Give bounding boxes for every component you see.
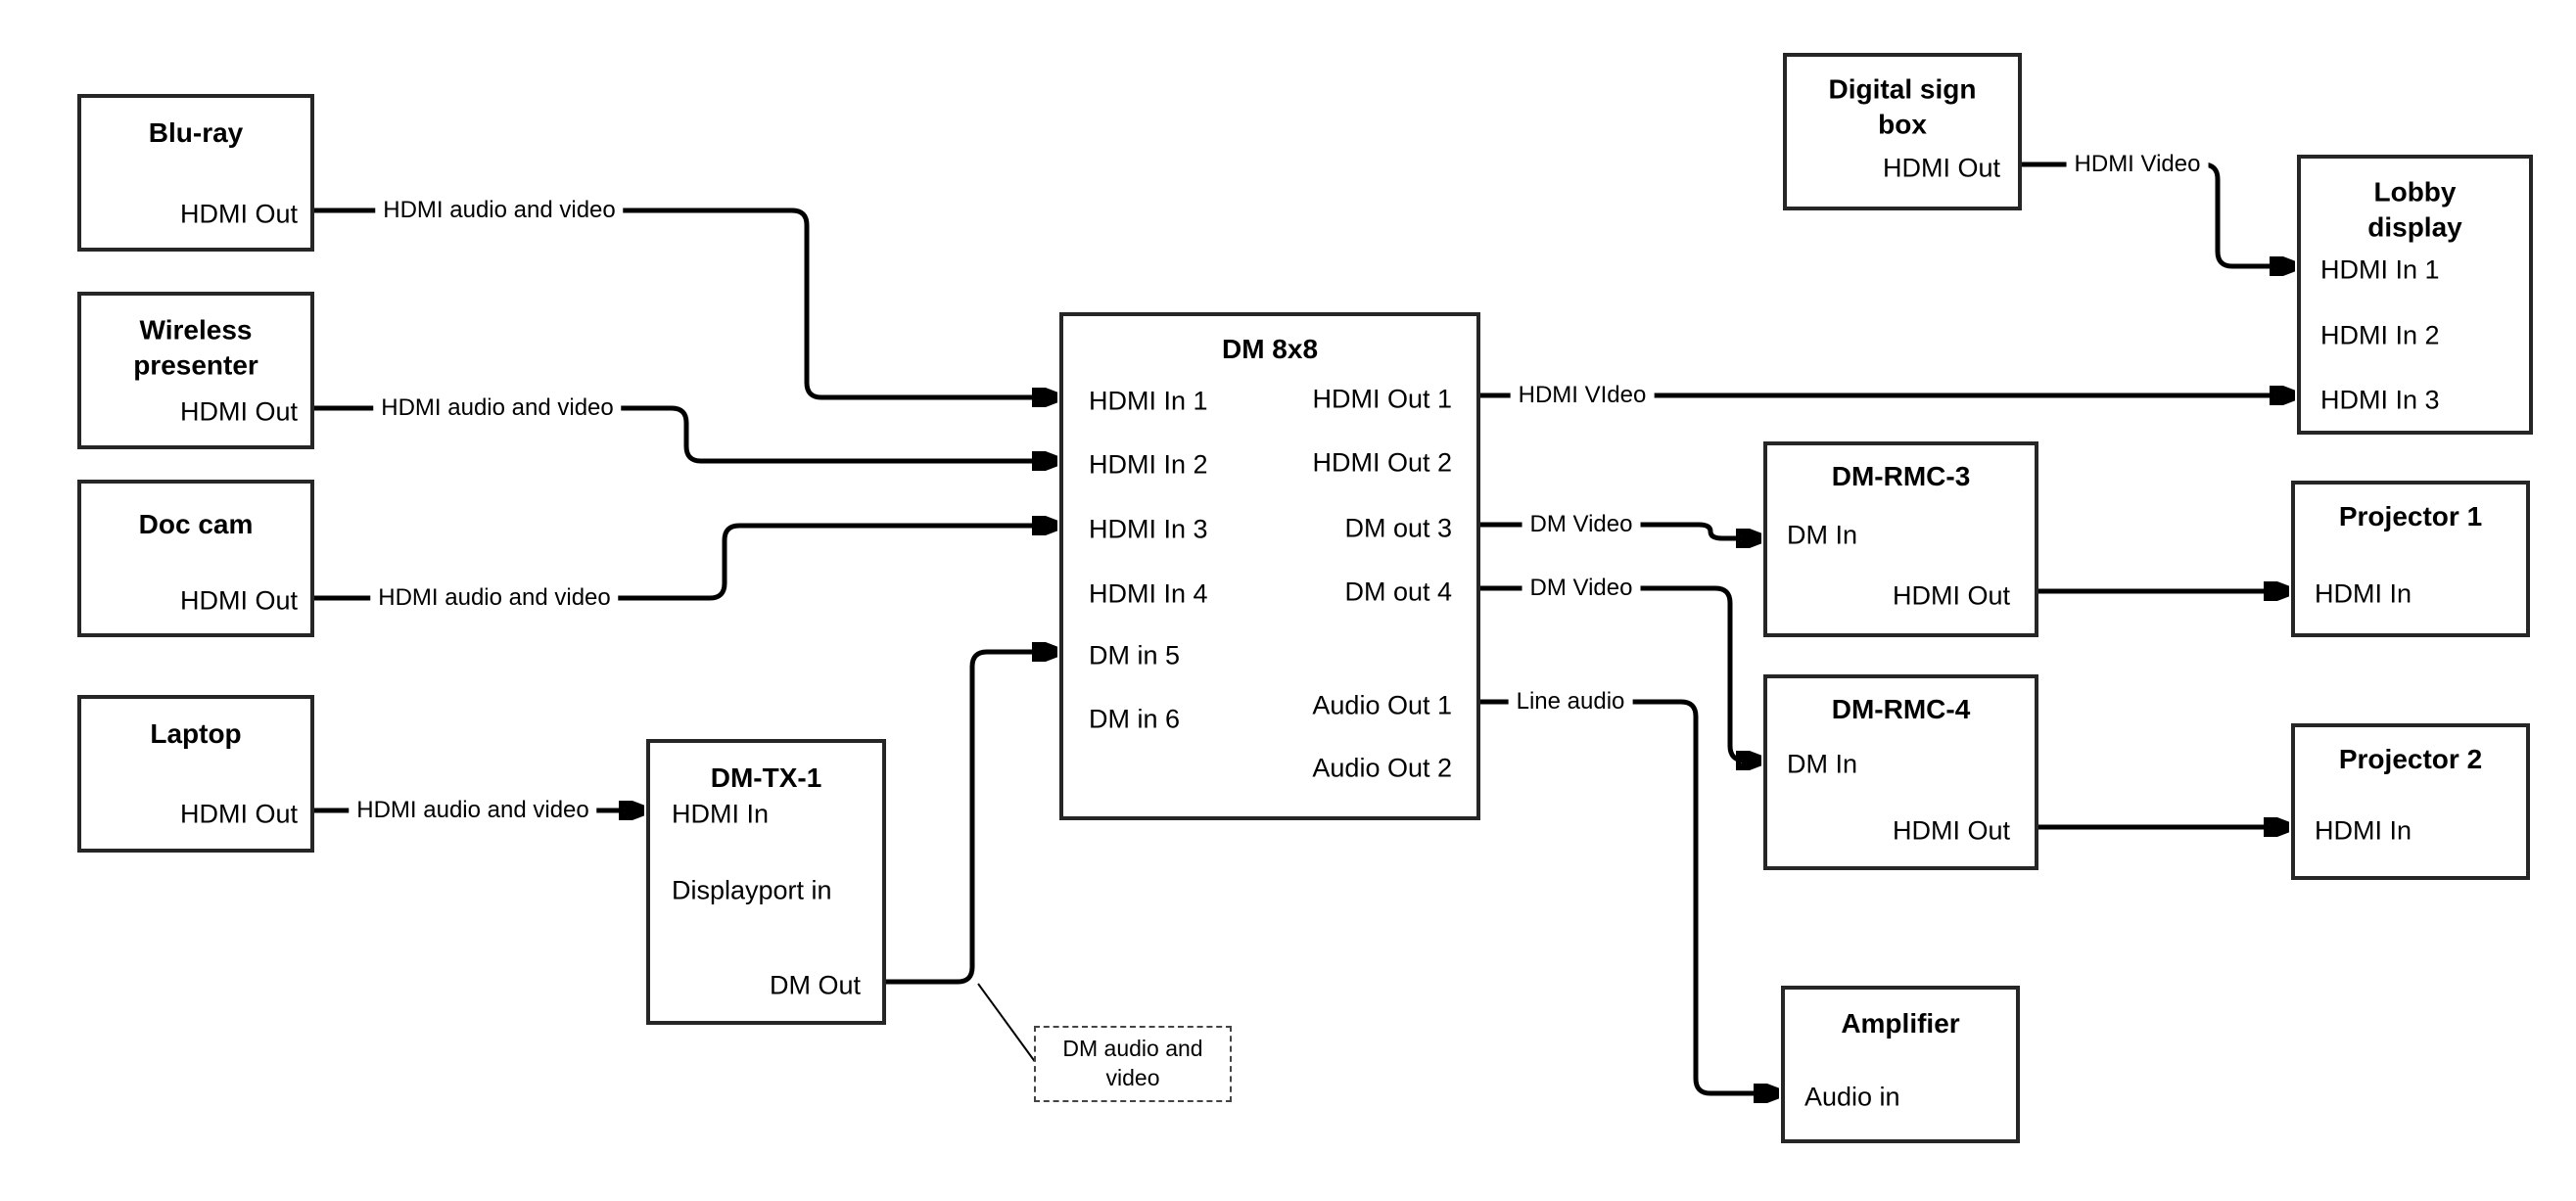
port-displayport-in: Displayport in bbox=[672, 875, 832, 905]
node-title: DM-RMC-3 bbox=[1831, 460, 1971, 491]
node-title: DM-TX-1 bbox=[710, 762, 822, 793]
port-dm-out-4: DM out 4 bbox=[1344, 577, 1452, 607]
port-hdmi-in-2: HDMI In 2 bbox=[1089, 449, 1208, 480]
port-hdmi-out: HDMI Out bbox=[1882, 153, 2000, 183]
edge-label-wireless: HDMI audio and video bbox=[373, 394, 622, 422]
node-title: Lobby display bbox=[2367, 176, 2462, 243]
edge-doccam-to-dm8x8-in3 bbox=[314, 526, 1057, 601]
port-dm-out-3: DM out 3 bbox=[1344, 513, 1452, 543]
edge-label-dm-out-4: DM Video bbox=[1522, 575, 1641, 602]
edge-bluray-to-dm8x8-in1 bbox=[314, 208, 1057, 397]
edge-label-dm-out-3: DM Video bbox=[1522, 511, 1641, 538]
port-dm-in-6: DM in 6 bbox=[1089, 704, 1181, 734]
port-dm-out: DM Out bbox=[769, 970, 861, 1000]
port-hdmi-in: HDMI In bbox=[672, 799, 770, 829]
edge-label-laptop: HDMI audio and video bbox=[349, 797, 597, 824]
node-projector-2: Projector 2 HDMI In bbox=[2291, 723, 2530, 880]
node-amplifier: Amplifier Audio in bbox=[1781, 986, 2020, 1143]
node-title: DM-RMC-4 bbox=[1831, 693, 1971, 724]
node-dm-tx-1: DM-TX-1 HDMI In Displayport in DM Out bbox=[646, 739, 886, 1025]
node-projector-1: Projector 1 HDMI In bbox=[2291, 481, 2530, 637]
callout-dm-audio-and-video: DM audio and video bbox=[1034, 1026, 1232, 1102]
node-blu-ray: Blu-ray HDMI Out bbox=[77, 94, 314, 252]
node-dm-rmc-3: DM-RMC-3 DM In HDMI Out bbox=[1763, 441, 2038, 637]
port-dm-in-5: DM in 5 bbox=[1089, 640, 1181, 670]
node-wireless-presenter: Wireless presenter HDMI Out bbox=[77, 292, 314, 449]
port-hdmi-in-3: HDMI In 3 bbox=[2320, 385, 2440, 415]
port-hdmi-out: HDMI Out bbox=[179, 396, 298, 427]
port-hdmi-in-1: HDMI In 1 bbox=[2320, 254, 2440, 285]
edge-label-doccam: HDMI audio and video bbox=[370, 584, 619, 612]
port-hdmi-out: HDMI Out bbox=[1892, 580, 2010, 611]
edge-label-audio-out-1: Line audio bbox=[1508, 688, 1633, 716]
edge-label-bluray: HDMI audio and video bbox=[375, 197, 624, 224]
node-digital-sign-box: Digital sign box HDMI Out bbox=[1783, 53, 2022, 210]
node-title: Digital sign box bbox=[1828, 73, 1977, 140]
port-hdmi-out: HDMI Out bbox=[179, 199, 298, 229]
node-laptop: Laptop HDMI Out bbox=[77, 695, 314, 853]
port-hdmi-out: HDMI Out bbox=[179, 585, 298, 616]
callout-leader-line bbox=[977, 983, 1037, 1064]
port-hdmi-in: HDMI In bbox=[2315, 578, 2412, 609]
port-hdmi-out: HDMI Out bbox=[179, 799, 298, 829]
edge-dm8x8-audio1-to-amp bbox=[1480, 699, 1779, 1093]
node-dm-rmc-4: DM-RMC-4 DM In HDMI Out bbox=[1763, 674, 2038, 870]
node-title: Projector 1 bbox=[2338, 500, 2483, 531]
port-dm-in: DM In bbox=[1787, 520, 1858, 550]
node-title: Laptop bbox=[150, 717, 242, 749]
edge-dmtx1-to-dm8x8-in5 bbox=[886, 652, 1057, 985]
port-audio-in: Audio in bbox=[1804, 1082, 1900, 1112]
port-hdmi-in-3: HDMI In 3 bbox=[1089, 514, 1208, 544]
port-hdmi-in: HDMI In bbox=[2315, 815, 2412, 846]
port-hdmi-in-4: HDMI In 4 bbox=[1089, 578, 1208, 609]
node-title: Doc cam bbox=[138, 508, 254, 539]
port-hdmi-out: HDMI Out bbox=[1892, 815, 2010, 846]
port-audio-out-2: Audio Out 2 bbox=[1312, 753, 1452, 783]
node-dm-8x8: DM 8x8 HDMI In 1 HDMI In 2 HDMI In 3 HDM… bbox=[1059, 312, 1480, 820]
edge-digsign-to-lobby-in1 bbox=[2022, 162, 2295, 266]
node-title: DM 8x8 bbox=[1221, 333, 1319, 364]
port-hdmi-in-1: HDMI In 1 bbox=[1089, 386, 1208, 416]
edge-wireless-to-dm8x8-in2 bbox=[314, 405, 1057, 461]
port-hdmi-out-1: HDMI Out 1 bbox=[1312, 384, 1452, 414]
node-title: Amplifier bbox=[1841, 1007, 1960, 1039]
edge-dm8x8-out3-to-dmrmc3 bbox=[1480, 522, 1761, 538]
node-title: Projector 2 bbox=[2338, 743, 2483, 774]
node-title: Blu-ray bbox=[148, 116, 244, 148]
port-hdmi-in-2: HDMI In 2 bbox=[2320, 320, 2440, 350]
edge-label-digsign: HDMI Video bbox=[2066, 151, 2209, 178]
port-audio-out-1: Audio Out 1 bbox=[1312, 690, 1452, 720]
node-doc-cam: Doc cam HDMI Out bbox=[77, 480, 314, 637]
edge-dm8x8-out4-to-dmrmc4 bbox=[1480, 585, 1761, 761]
node-lobby-display: Lobby display HDMI In 1 HDMI In 2 HDMI I… bbox=[2297, 155, 2533, 435]
port-dm-in: DM In bbox=[1787, 749, 1858, 779]
edge-label-hdmi-out-1: HDMI VIdeo bbox=[1510, 382, 1655, 409]
port-hdmi-out-2: HDMI Out 2 bbox=[1312, 447, 1452, 478]
node-title: Wireless presenter bbox=[133, 314, 258, 381]
